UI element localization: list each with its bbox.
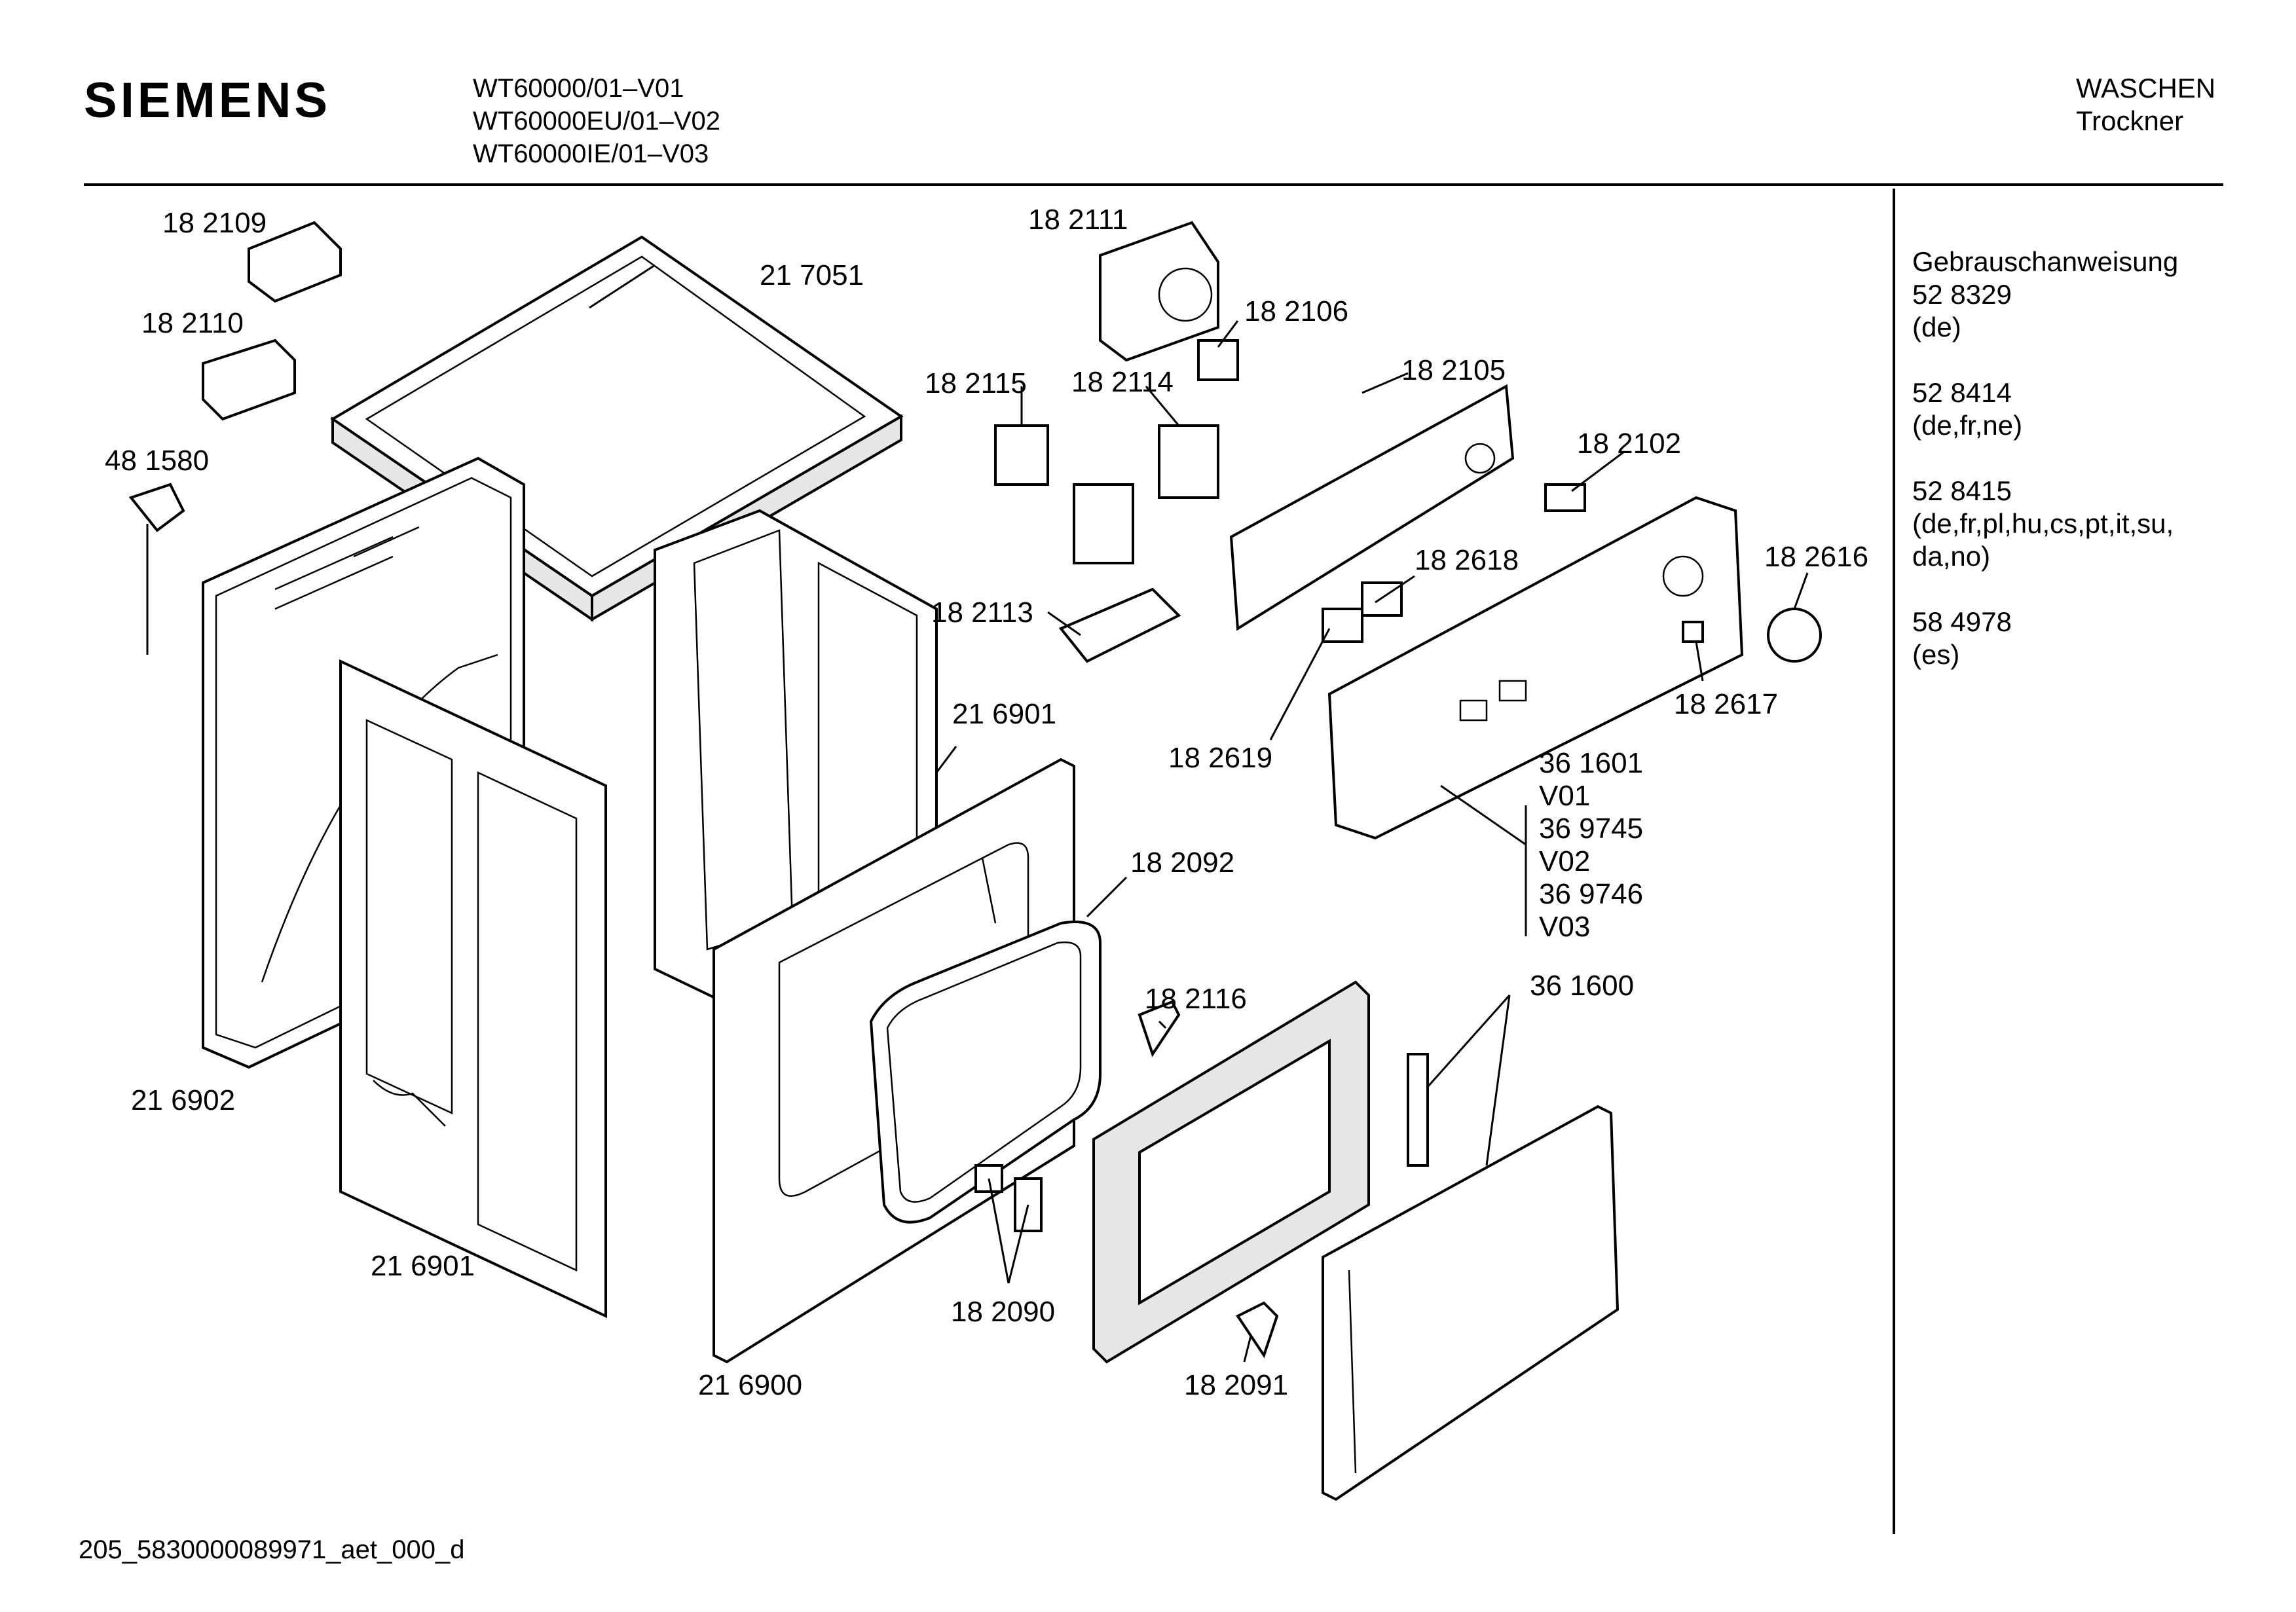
model-number-v02: WT60000EU/01–V02	[473, 107, 721, 136]
part-label: 18 2114	[1071, 366, 1174, 398]
part-label: 18 2619	[1168, 742, 1272, 774]
part-label: 18 2113	[931, 596, 1033, 629]
relay-drawing	[1073, 483, 1134, 564]
part-label: 18 2090	[951, 1296, 1055, 1328]
switch-drawing	[994, 424, 1049, 486]
manual-section-title: Gebrauschanweisung	[1912, 246, 2179, 277]
manual-number: 58 4978	[1912, 606, 2012, 637]
panel-variant-label: 36 1601	[1539, 747, 1643, 779]
part-label: 18 2102	[1577, 428, 1681, 460]
timer-drawing	[1099, 221, 1219, 362]
manual-languages-cont: da,no)	[1912, 541, 1991, 572]
part-label: 18 2116	[1145, 983, 1247, 1015]
category-title: WASCHEN	[2076, 73, 2216, 103]
panel-variant-label: V03	[1539, 911, 1590, 943]
manual-number: 52 8415	[1912, 475, 2012, 506]
manual-languages: (es)	[1912, 639, 1960, 670]
document-id: 205_5830000089971_aet_000_d	[79, 1535, 465, 1564]
button-drawing	[1322, 581, 1403, 643]
switch-drawing	[1158, 424, 1219, 499]
panel-variant-label: 36 9745	[1539, 813, 1643, 845]
spring-drawing	[1682, 621, 1704, 643]
part-label: 18 2115	[925, 367, 1027, 399]
panel-variant-label: V01	[1539, 780, 1590, 812]
clip-drawing	[1544, 483, 1586, 512]
control-panel-drawing	[1327, 496, 1744, 840]
header-divider	[84, 183, 2223, 186]
filter-drawing	[248, 221, 342, 303]
part-label: 21 6901	[952, 698, 1056, 730]
part-label: 18 2110	[141, 307, 244, 339]
part-label: 21 6902	[131, 1084, 235, 1116]
part-label: 18 2617	[1674, 688, 1778, 720]
category-subtitle: Trockner	[2076, 105, 2184, 136]
panel-variant-label: 36 9746	[1539, 878, 1643, 910]
model-number-v01: WT60000/01–V01	[473, 74, 684, 103]
suppressor-drawing	[202, 339, 296, 421]
leader-lines	[589, 264, 1809, 1363]
manual-number: 52 8329	[1912, 279, 2012, 310]
part-label: 18 2111	[1028, 204, 1128, 236]
panel-variant-label: V02	[1539, 845, 1590, 877]
sidebar-divider	[1893, 189, 1895, 1534]
part-label: 48 1580	[105, 445, 209, 477]
part-label: 18 2105	[1401, 354, 1506, 386]
hinge-bar-drawing	[1407, 1053, 1429, 1167]
part-label: 18 2109	[162, 207, 267, 239]
part-label: 21 6900	[698, 1369, 802, 1401]
door-drawing	[1322, 1105, 1620, 1501]
manual-languages: (de,fr,ne)	[1912, 410, 2023, 441]
part-label: 18 2616	[1764, 541, 1868, 573]
manual-languages: (de)	[1912, 312, 1961, 342]
brand-logo: SIEMENS	[84, 73, 331, 128]
control-board-drawing	[1229, 384, 1515, 631]
knob-drawing	[1767, 608, 1822, 663]
part-label: 36 1600	[1530, 970, 1634, 1002]
power-cable-drawing	[128, 483, 185, 655]
part-label: 21 7051	[760, 259, 864, 291]
hook-drawing	[1138, 1000, 1181, 1057]
part-label: 18 2106	[1244, 295, 1348, 327]
model-number-v03: WT60000IE/01–V03	[473, 139, 709, 168]
manual-languages: (de,fr,pl,hu,cs,pt,it,su,	[1912, 508, 2174, 539]
part-label: 21 6901	[371, 1250, 475, 1282]
door-frame-drawing	[1092, 980, 1370, 1364]
bracket-drawing	[1058, 587, 1181, 663]
side-panel-drawing	[339, 659, 607, 1319]
part-label: 18 2618	[1415, 544, 1519, 576]
handle-drawing	[1236, 1301, 1279, 1359]
door-gasket-drawing	[869, 921, 1102, 1224]
manual-number: 52 8414	[1912, 377, 2012, 408]
part-label: 18 2091	[1184, 1369, 1288, 1401]
part-label: 18 2092	[1130, 847, 1234, 879]
exploded-parts-diagram: 18 2109 18 2110 48 1580 21 7051 18 2111 …	[105, 204, 1868, 1501]
